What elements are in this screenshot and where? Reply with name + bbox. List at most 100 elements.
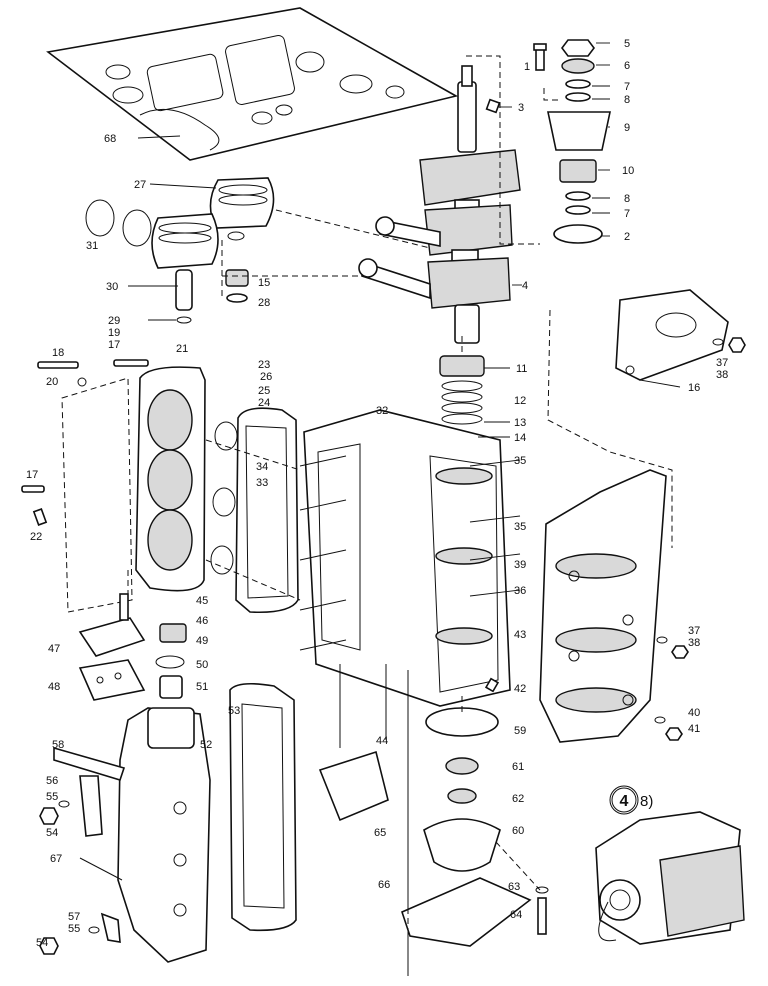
callout-layer: 1234567788910111213141516171718192021222…: [26, 38, 728, 949]
callout-17: 17: [26, 469, 38, 481]
callout-6: 6: [624, 60, 630, 72]
cylinder-gasket: [235, 407, 299, 614]
callout-51: 51: [196, 681, 208, 693]
callout-54: 54: [46, 827, 58, 839]
connecting-rod-upper: [375, 216, 441, 247]
head-cover-gasket: [61, 377, 133, 613]
callout-2: 2: [624, 231, 630, 243]
callout-16: 16: [688, 382, 700, 394]
callout-7: 7: [624, 81, 630, 93]
callout-29: 29: [108, 315, 120, 327]
callout-21: 21: [176, 343, 188, 355]
callout-64: 64: [510, 909, 522, 921]
callout-55: 55: [46, 791, 58, 803]
inset-reference-mark: 4 8): [611, 787, 653, 813]
cylinder-block: [303, 409, 511, 976]
crankshaft: [419, 65, 521, 344]
callout-14: 14: [514, 432, 526, 444]
callout-18: 18: [52, 347, 64, 359]
callout-54: 54: [36, 937, 48, 949]
callout-32: 32: [376, 405, 388, 417]
callout-24: 24: [258, 397, 270, 409]
gasket-set-sheet: [46, 7, 459, 161]
callout-28: 28: [258, 297, 270, 309]
callout-13: 13: [514, 417, 526, 429]
callout-37: 37: [688, 625, 700, 637]
callout-17: 17: [108, 339, 120, 351]
callout-50: 50: [196, 659, 208, 671]
inset-detail: [595, 785, 745, 945]
assembly-lines: [127, 55, 673, 976]
callout-4: 4: [522, 280, 528, 292]
callout-26: 26: [260, 371, 272, 383]
crankcase-half: [539, 469, 689, 743]
connecting-rod-lower: [358, 258, 431, 300]
mounting-hardware-left: [39, 746, 126, 955]
callout-46: 46: [196, 615, 208, 627]
callout-55: 55: [68, 923, 80, 935]
callout-41: 41: [688, 723, 700, 735]
callout-1: 1: [524, 61, 530, 73]
callout-68: 68: [104, 133, 116, 145]
callout-38: 38: [716, 369, 728, 381]
callout-leaders: [128, 42, 681, 438]
callout-62: 62: [512, 793, 524, 805]
callout-52: 52: [200, 739, 212, 751]
callout-11: 11: [516, 363, 527, 375]
callout-61: 61: [512, 761, 524, 773]
callout-7: 7: [624, 208, 630, 220]
thermostat-housing: [78, 593, 187, 701]
callout-15: 15: [258, 277, 270, 289]
inset-reference-suffix: 8): [640, 793, 653, 810]
callout-22: 22: [30, 531, 42, 543]
exhaust-manifold: [117, 707, 211, 963]
exhaust-gasket: [229, 682, 297, 932]
piston-pin-bearings: [175, 231, 249, 324]
callout-23: 23: [258, 359, 270, 371]
callout-8: 8: [624, 193, 630, 205]
callout-56: 56: [46, 775, 58, 787]
callout-8: 8: [624, 94, 630, 106]
callout-5: 5: [624, 38, 630, 50]
lower-gasket: [318, 677, 549, 947]
callout-49: 49: [196, 635, 208, 647]
callout-34: 34: [256, 461, 268, 473]
mounting-bracket: [615, 289, 746, 381]
callout-25: 25: [258, 385, 270, 397]
callout-20: 20: [46, 376, 58, 388]
callout-3: 3: [518, 102, 524, 114]
callout-47: 47: [48, 643, 60, 655]
piston-lower: [151, 213, 219, 269]
callout-44: 44: [376, 735, 388, 747]
upper-bearing-stack: [485, 39, 611, 244]
piston-rings: [85, 199, 152, 247]
callout-53: 53: [228, 705, 240, 717]
callout-66: 66: [378, 879, 390, 891]
callout-30: 30: [106, 281, 118, 293]
callout-12: 12: [514, 395, 526, 407]
callout-33: 33: [256, 477, 268, 489]
callout-42: 42: [514, 683, 526, 695]
callout-37: 37: [716, 357, 728, 369]
callout-59: 59: [514, 725, 526, 737]
block-studs: [299, 455, 521, 651]
callout-36: 36: [514, 585, 526, 597]
head-bolts: [21, 359, 149, 526]
callout-63: 63: [508, 881, 520, 893]
callout-27: 27: [134, 179, 146, 191]
callout-39: 39: [514, 559, 526, 571]
callout-38: 38: [688, 637, 700, 649]
head-o-rings: [210, 421, 238, 575]
callout-35: 35: [514, 455, 526, 467]
callout-60: 60: [512, 825, 524, 837]
callout-57: 57: [68, 911, 80, 923]
callout-43: 43: [514, 629, 526, 641]
callout-10: 10: [622, 165, 634, 177]
callout-48: 48: [48, 681, 60, 693]
callout-65: 65: [374, 827, 386, 839]
cylinder-head-cover: [135, 366, 206, 592]
callout-40: 40: [688, 707, 700, 719]
callout-35: 35: [514, 521, 526, 533]
